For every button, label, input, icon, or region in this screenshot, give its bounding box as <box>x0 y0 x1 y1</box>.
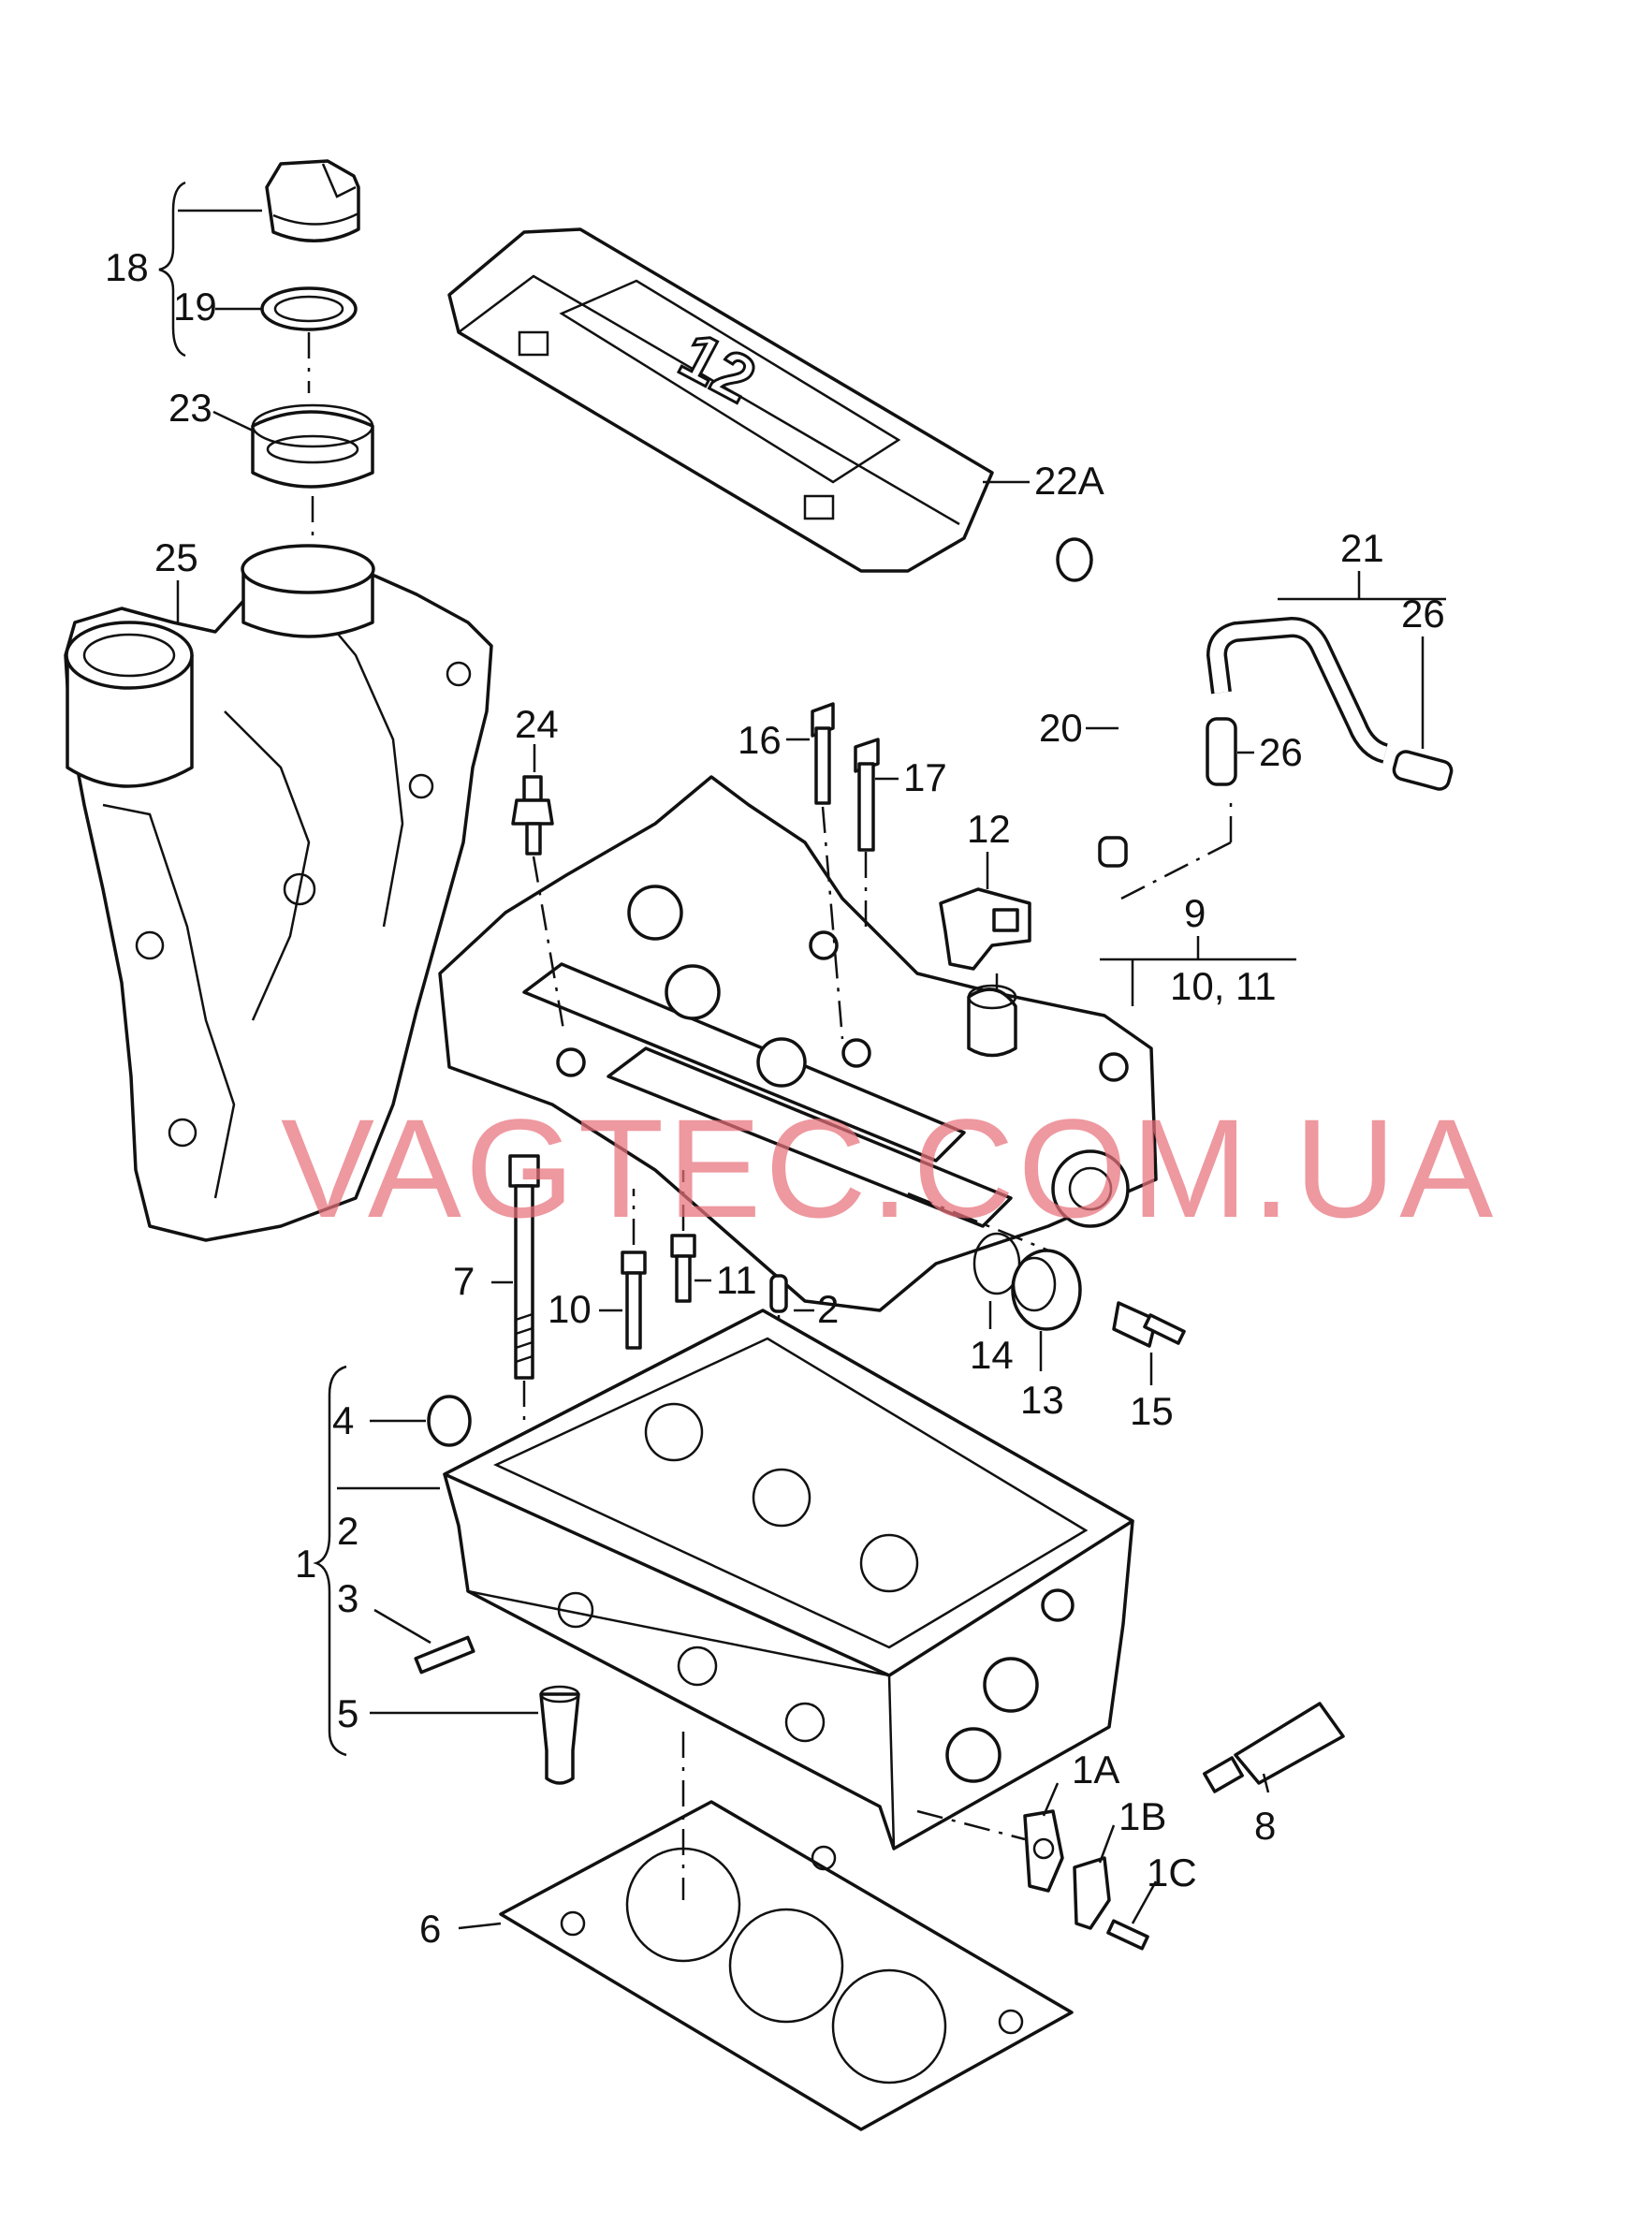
screw-16[interactable] <box>811 702 835 805</box>
housing-pipe <box>65 621 194 788</box>
camshaft-housing[interactable] <box>438 775 1158 1312</box>
screw-17[interactable] <box>854 738 880 852</box>
hose-connector-a[interactable] <box>1206 717 1237 786</box>
sealing-plug[interactable] <box>427 1395 472 1447</box>
sealant-tube[interactable] <box>1203 1702 1345 1793</box>
bolt-15[interactable] <box>1112 1301 1186 1348</box>
breather-hose[interactable] <box>1056 537 1174 868</box>
camshaft-sensor[interactable] <box>939 887 1031 971</box>
callout-15: 15 <box>1130 1389 1174 1433</box>
cylinder-head-bolt[interactable] <box>508 1154 540 1380</box>
screw-1c[interactable] <box>1106 1919 1149 1951</box>
watermark-text: VAGTEC.COM.UA <box>281 1090 1497 1247</box>
callout-20: 20 <box>1039 706 1083 750</box>
leader-lines <box>158 181 1446 1930</box>
callout-2-dowel: 2 <box>817 1287 839 1331</box>
callout-14: 14 <box>970 1333 1014 1377</box>
callout-13: 13 <box>1020 1378 1064 1422</box>
filler-neck-seal[interactable] <box>251 403 374 489</box>
callout-11: 11 <box>716 1258 757 1302</box>
connecting-hose[interactable] <box>1206 616 1389 764</box>
bolt-10[interactable] <box>621 1251 647 1350</box>
head-gasket[interactable] <box>499 1800 1074 2131</box>
callout-17: 17 <box>903 755 947 799</box>
callout-5: 5 <box>337 1691 358 1735</box>
callout-23: 23 <box>168 386 212 430</box>
callout-4: 4 <box>332 1398 354 1442</box>
callout-26-lower: 26 <box>1259 730 1303 774</box>
callout-19: 19 <box>173 285 217 329</box>
callout-21: 21 <box>1340 526 1384 570</box>
callout-labels: 18 19 23 25 22A 21 26 26 20 24 16 17 12 … <box>105 245 1445 1951</box>
dowel-pin[interactable] <box>769 1274 788 1313</box>
sealing-cap[interactable] <box>1011 1249 1082 1331</box>
callout-10: 10 <box>548 1287 592 1331</box>
callout-1a: 1A <box>1072 1748 1119 1792</box>
callout-7: 7 <box>453 1259 475 1303</box>
stud-3[interactable] <box>414 1635 475 1675</box>
callout-6: 6 <box>419 1907 441 1951</box>
seal-ring[interactable] <box>260 286 358 331</box>
flange-gasket[interactable] <box>1023 1809 1064 1893</box>
callout-10-11-group: 10, 11 <box>1170 964 1277 1008</box>
cover-plate[interactable] <box>1073 1856 1111 1930</box>
callout-1: 1 <box>295 1542 316 1586</box>
callout-1c: 1C <box>1147 1850 1197 1894</box>
housing-filler-neck <box>241 544 375 638</box>
hose-connector-b[interactable] <box>1392 750 1454 792</box>
callout-9: 9 <box>1184 891 1206 935</box>
bolt-11[interactable] <box>670 1234 696 1303</box>
guide-sleeve[interactable] <box>539 1685 580 1785</box>
callout-1b: 1B <box>1118 1794 1166 1838</box>
callout-24: 24 <box>515 702 559 746</box>
callout-2-head: 2 <box>337 1509 358 1553</box>
callout-18: 18 <box>105 245 149 289</box>
cylinder-head[interactable] <box>443 1309 1134 1850</box>
oil-filler-cap[interactable] <box>265 159 360 242</box>
callout-26-upper: 26 <box>1401 592 1445 636</box>
callout-22a: 22A <box>1034 459 1104 503</box>
callout-16: 16 <box>738 718 782 762</box>
engine-cover[interactable]: 12 <box>447 227 994 573</box>
callout-25: 25 <box>154 535 198 579</box>
callout-12: 12 <box>967 807 1011 851</box>
callout-3: 3 <box>337 1576 358 1620</box>
stud-24[interactable] <box>511 775 554 856</box>
callout-8: 8 <box>1254 1804 1276 1848</box>
